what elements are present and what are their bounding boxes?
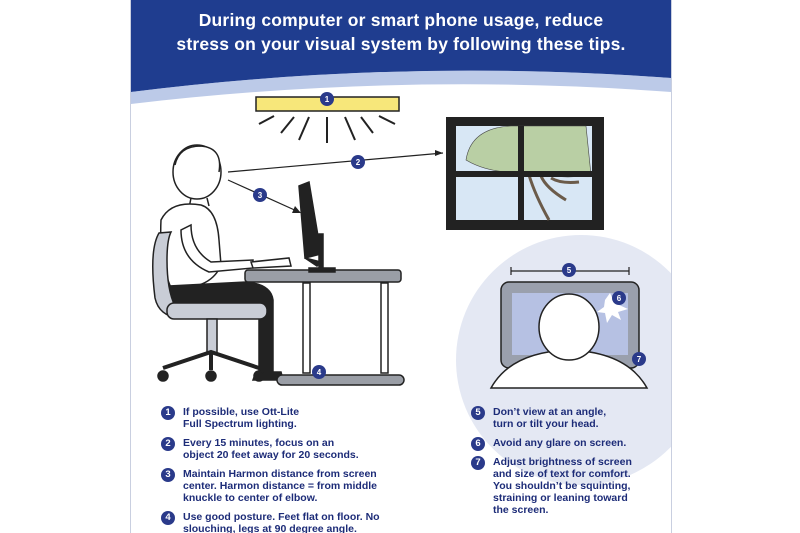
- tip-text: Avoid any glare on screen.: [493, 437, 627, 449]
- callout-4: 4: [317, 368, 322, 377]
- sight-line-window: [227, 152, 444, 173]
- tip-text: If possible, use Ott-Lite Full Spectrum …: [183, 406, 300, 430]
- tip-number: 4: [161, 511, 175, 525]
- tip-5: 5 Don’t view at an angle, turn or tilt y…: [471, 406, 661, 430]
- tip-number: 1: [161, 406, 175, 420]
- tip-text: Maintain Harmon distance from screen cen…: [183, 468, 378, 504]
- illustration: 1 2 3 4 5 6 7: [131, 0, 671, 485]
- callout-7: 7: [637, 355, 642, 364]
- callout-6: 6: [617, 294, 622, 303]
- tip-text: Don’t view at an angle, turn or tilt you…: [493, 406, 607, 430]
- tip-2: 2 Every 15 minutes, focus on an object 2…: [161, 437, 411, 461]
- tip-number: 6: [471, 437, 485, 451]
- tip-1: 1 If possible, use Ott-Lite Full Spectru…: [161, 406, 411, 430]
- header-banner: [131, 0, 671, 92]
- tip-number: 7: [471, 456, 485, 470]
- tips-right-column: 5 Don’t view at an angle, turn or tilt y…: [471, 406, 661, 523]
- title-line-2: stress on your visual system by followin…: [176, 34, 626, 54]
- tip-4: 4 Use good posture. Feet flat on floor. …: [161, 511, 411, 533]
- callout-3: 3: [258, 191, 263, 200]
- tip-number: 5: [471, 406, 485, 420]
- tip-6: 6 Avoid any glare on screen.: [471, 437, 661, 451]
- callout-2: 2: [356, 158, 361, 167]
- tip-number: 2: [161, 437, 175, 451]
- tips-left-column: 1 If possible, use Ott-Lite Full Spectru…: [161, 406, 411, 533]
- monitor-closeup: [489, 267, 649, 389]
- desk: [244, 180, 405, 386]
- tip-text: Every 15 minutes, focus on an object 20 …: [183, 437, 359, 461]
- callout-1: 1: [325, 95, 330, 104]
- tip-text: Use good posture. Feet flat on floor. No…: [183, 511, 380, 533]
- page-title: During computer or smart phone usage, re…: [131, 8, 671, 56]
- callout-badges: 1 2 3 4 5 6 7: [253, 92, 646, 379]
- callout-5: 5: [567, 266, 572, 275]
- tips-poster: 1 2 3 4 5 6 7 During computer or smart p…: [130, 0, 672, 533]
- office-chair: [152, 231, 268, 382]
- tip-3: 3 Maintain Harmon distance from screen c…: [161, 468, 411, 504]
- title-line-1: During computer or smart phone usage, re…: [198, 10, 604, 30]
- tip-text: Adjust brightness of screen and size of …: [493, 456, 632, 516]
- header-swoosh: [131, 70, 671, 104]
- window: [446, 117, 604, 230]
- tip-7: 7 Adjust brightness of screen and size o…: [471, 456, 661, 516]
- tip-number: 3: [161, 468, 175, 482]
